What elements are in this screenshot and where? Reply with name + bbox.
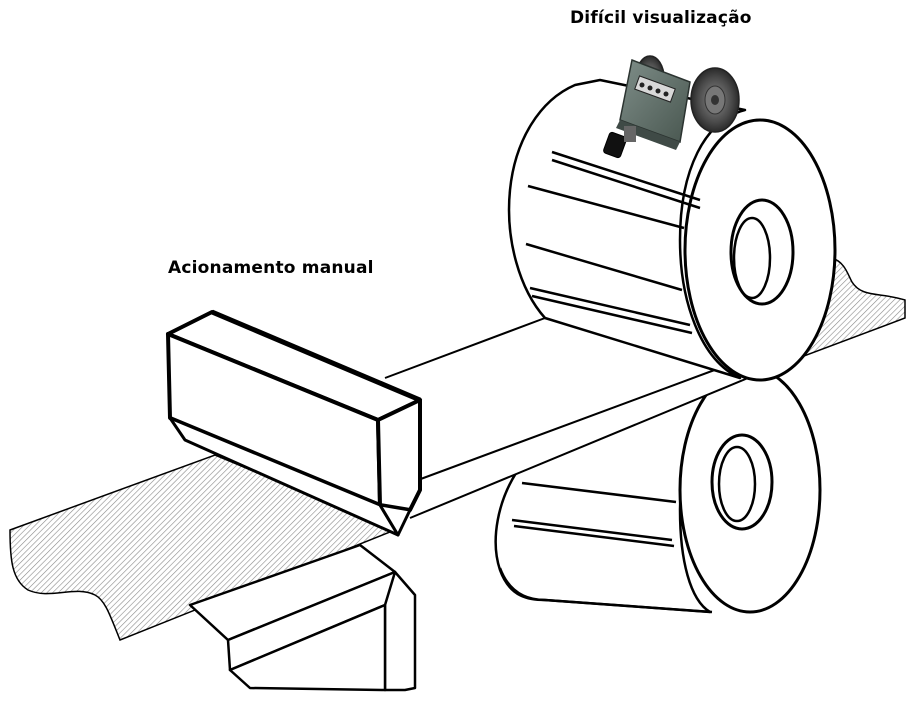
upper-knife	[166, 309, 422, 537]
length-counter	[603, 55, 740, 159]
lower-anvil	[188, 543, 417, 692]
manual-actuation-label: Acionamento manual	[168, 258, 374, 278]
web-strip	[384, 317, 749, 519]
entry-sheet	[9, 454, 397, 641]
hard-visualization-label: Difícil visualização	[570, 8, 752, 28]
top-roll	[507, 78, 837, 382]
